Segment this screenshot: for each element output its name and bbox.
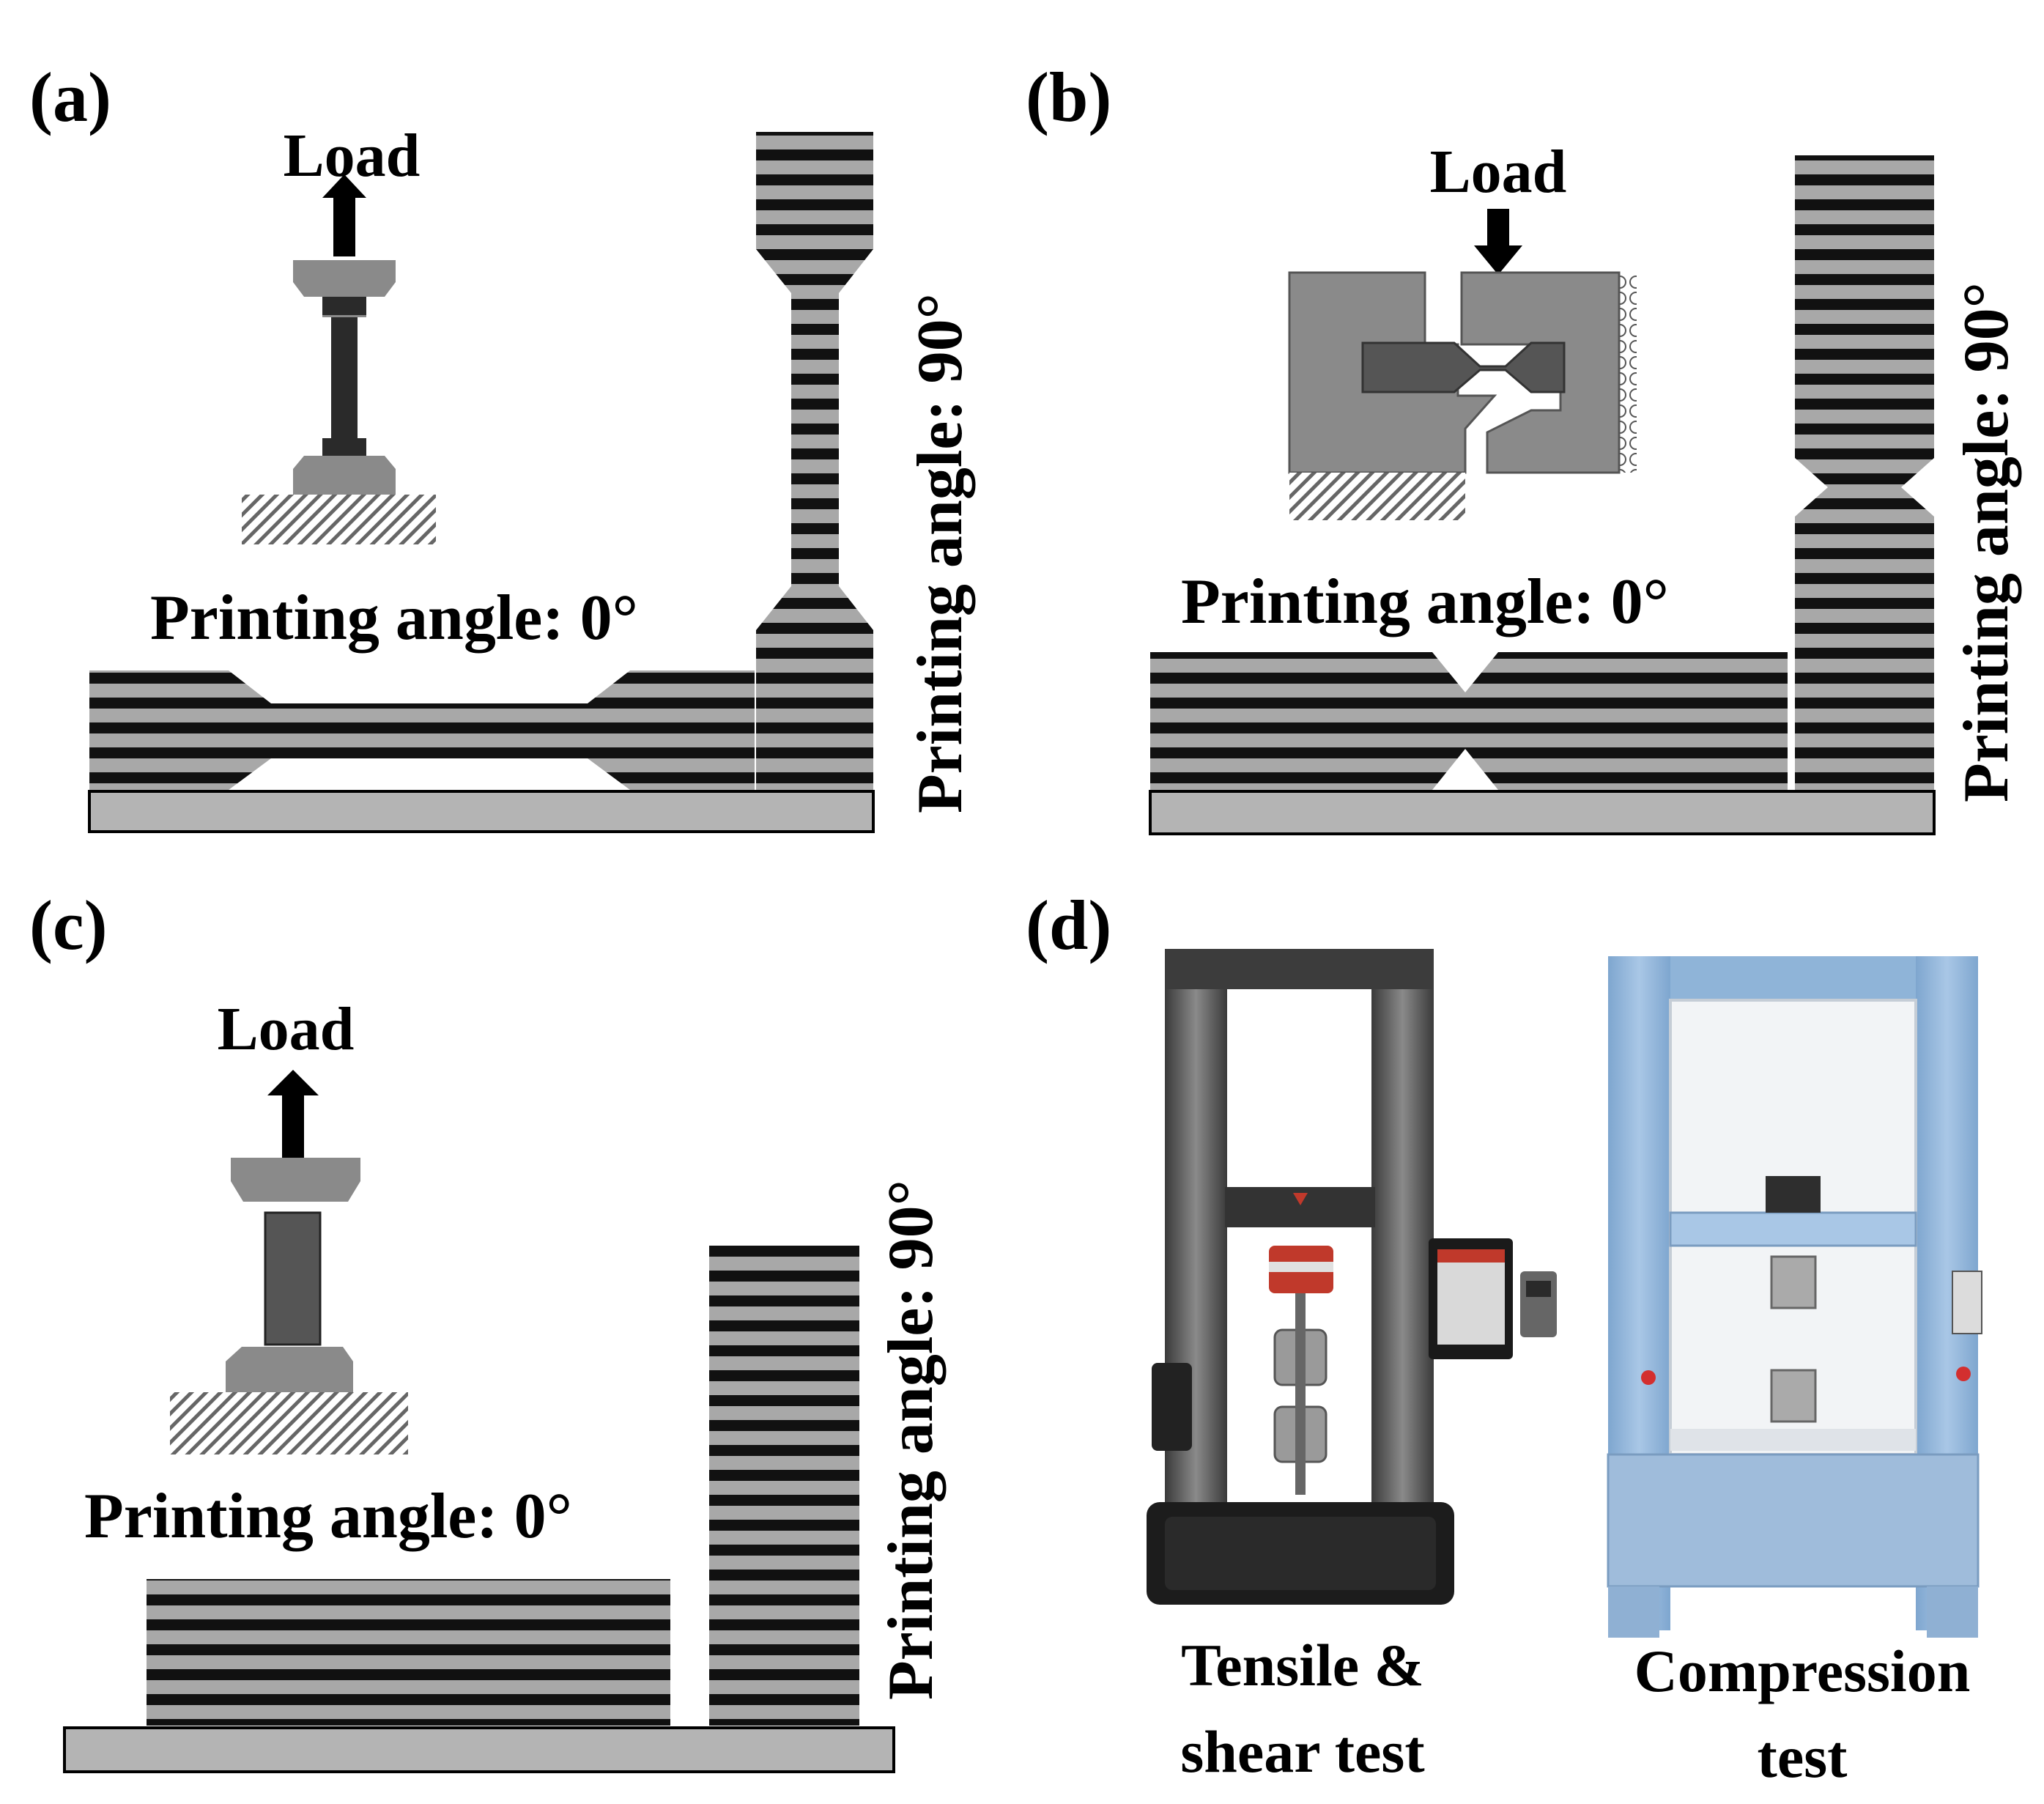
load-cell-band <box>1269 1262 1333 1272</box>
angle0-label-c: Printing angle: 0° <box>84 1481 572 1552</box>
dogbone-90deg-a <box>756 132 873 790</box>
load-label-a: Load <box>284 122 421 190</box>
angle90-label-a: Printing angle: 90° <box>905 293 976 813</box>
angle0-label-b: Printing angle: 0° <box>1181 566 1669 637</box>
lower-platen-c <box>226 1347 353 1392</box>
build-plate-c <box>63 1726 895 1773</box>
panel-c: (c) Load Printing angle: 0° Printing ang… <box>29 886 947 1773</box>
machine1-caption-line1: Tensile & <box>1181 1632 1424 1698</box>
load-cell-top <box>1766 1176 1821 1213</box>
ground-hatch-b <box>1289 473 1465 520</box>
machine2-caption-line1: Compression <box>1634 1638 1971 1704</box>
block-90deg-c <box>709 1246 859 1726</box>
lower-table <box>1670 1429 1916 1451</box>
panel-a-label: (a) <box>29 58 111 136</box>
panel-b-label: (b) <box>1026 58 1111 136</box>
control-box <box>1952 1271 1982 1334</box>
shear-specimen-b <box>1361 341 1566 393</box>
compression-specimen-c <box>264 1211 322 1346</box>
shear-fixture-b: Load <box>1288 138 1637 520</box>
crosshead <box>1669 1211 1917 1247</box>
load-label-c: Load <box>218 995 355 1063</box>
upper-grip-a <box>293 260 396 297</box>
ground-hatch-c <box>170 1392 408 1454</box>
touch-screen-display <box>1437 1249 1505 1345</box>
base-front <box>1165 1517 1436 1590</box>
upper-platen-c <box>231 1158 360 1202</box>
angle0-label-a: Printing angle: 0° <box>150 583 638 654</box>
specimen-tab-top-a <box>322 297 366 315</box>
panel-d: (d) Tensile & shear test <box>1026 886 1982 1790</box>
panel-d-label: (d) <box>1026 886 1111 964</box>
dogbone-0deg-a <box>89 670 755 790</box>
handset-screen <box>1526 1281 1551 1297</box>
left-foot <box>1608 1586 1659 1638</box>
emergency-stop-right <box>1956 1367 1971 1381</box>
specimen-a <box>331 317 358 442</box>
angle90-label-c: Printing angle: 90° <box>875 1180 947 1700</box>
right-foot <box>1927 1586 1978 1638</box>
top-crosshead <box>1165 949 1434 989</box>
screen-header <box>1437 1249 1505 1263</box>
upper-platen <box>1770 1255 1817 1309</box>
lower-cabinet <box>1607 1453 1980 1588</box>
specimen-tab-bottom-a <box>322 438 366 456</box>
load-label-b: Load <box>1430 138 1567 206</box>
right-column <box>1371 949 1434 1506</box>
panel-b: (b) Load Printing angle: 0° Printing ang… <box>1026 58 2022 835</box>
machine2-caption-line2: test <box>1758 1723 1848 1790</box>
load-arrow-b <box>1474 209 1522 275</box>
emergency-stop-left <box>1641 1370 1656 1385</box>
notched-specimen-0deg-b <box>1150 652 1788 790</box>
lower-grip-a <box>293 456 396 495</box>
load-arrow-c <box>267 1070 319 1158</box>
block-0deg-c <box>147 1579 670 1726</box>
load-arrow-a <box>322 174 366 256</box>
compression-fixture-c: Load <box>170 995 408 1454</box>
notched-specimen-90deg-b <box>1795 155 1934 790</box>
build-plate-b <box>1149 790 1936 835</box>
build-plate-a <box>88 790 875 833</box>
roller-bearings-b <box>1619 273 1637 473</box>
panel-a: (a) Load Printing angle: 0° Printing ang… <box>29 58 976 833</box>
side-handle <box>1152 1363 1192 1451</box>
tensile-machine-photo <box>1147 949 1557 1605</box>
machine1-caption-line2: shear test <box>1180 1718 1424 1785</box>
lower-platen <box>1770 1369 1817 1423</box>
red-logo <box>1293 1193 1308 1205</box>
test-specimen <box>1295 1293 1306 1495</box>
tensile-fixture-a: Load <box>242 122 436 544</box>
panel-c-label: (c) <box>29 886 108 964</box>
compression-machine-photo <box>1607 956 1982 1638</box>
ground-hatch-a <box>242 495 436 544</box>
angle90-label-b: Printing angle: 90° <box>1951 282 2022 802</box>
